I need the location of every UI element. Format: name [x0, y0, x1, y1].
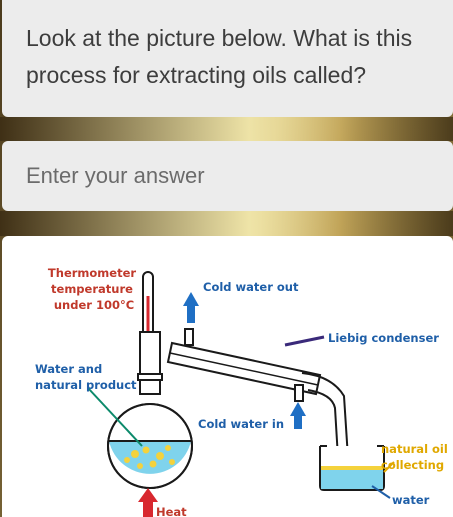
- question-line-1: Look at the picture below. What is this: [26, 25, 413, 51]
- water-label: water: [392, 493, 430, 507]
- distillation-diagram: Thermometer temperature under 100°C Cold…: [35, 266, 452, 517]
- answer-card[interactable]: [2, 141, 453, 211]
- question-card: Look at the picture below. What is this …: [2, 0, 453, 117]
- cold-water-out-arrow: [183, 292, 199, 323]
- collection-beaker: [319, 445, 395, 499]
- round-bottom-flask: [87, 331, 193, 489]
- heat-label: Heat: [156, 505, 187, 517]
- question-text: Look at the picture below. What is this …: [26, 20, 433, 94]
- water-and-product-label: Water and natural product: [35, 362, 137, 392]
- heat-arrow: [138, 488, 158, 517]
- cold-water-in-label: Cold water in: [198, 417, 284, 431]
- thermometer-label: Thermometer temperature under 100°C: [48, 266, 140, 312]
- liebig-condenser-label: Liebig condenser: [328, 331, 439, 345]
- question-image: Thermometer temperature under 100°C Cold…: [2, 236, 453, 517]
- cold-water-in-arrow: [290, 402, 306, 429]
- cold-water-out-label: Cold water out: [203, 280, 299, 294]
- answer-input[interactable]: [26, 163, 429, 189]
- question-line-2: process for extracting oils called?: [26, 62, 367, 88]
- liebig-condenser: [166, 328, 349, 459]
- natural-oil-label: natural oil collecting: [381, 442, 452, 472]
